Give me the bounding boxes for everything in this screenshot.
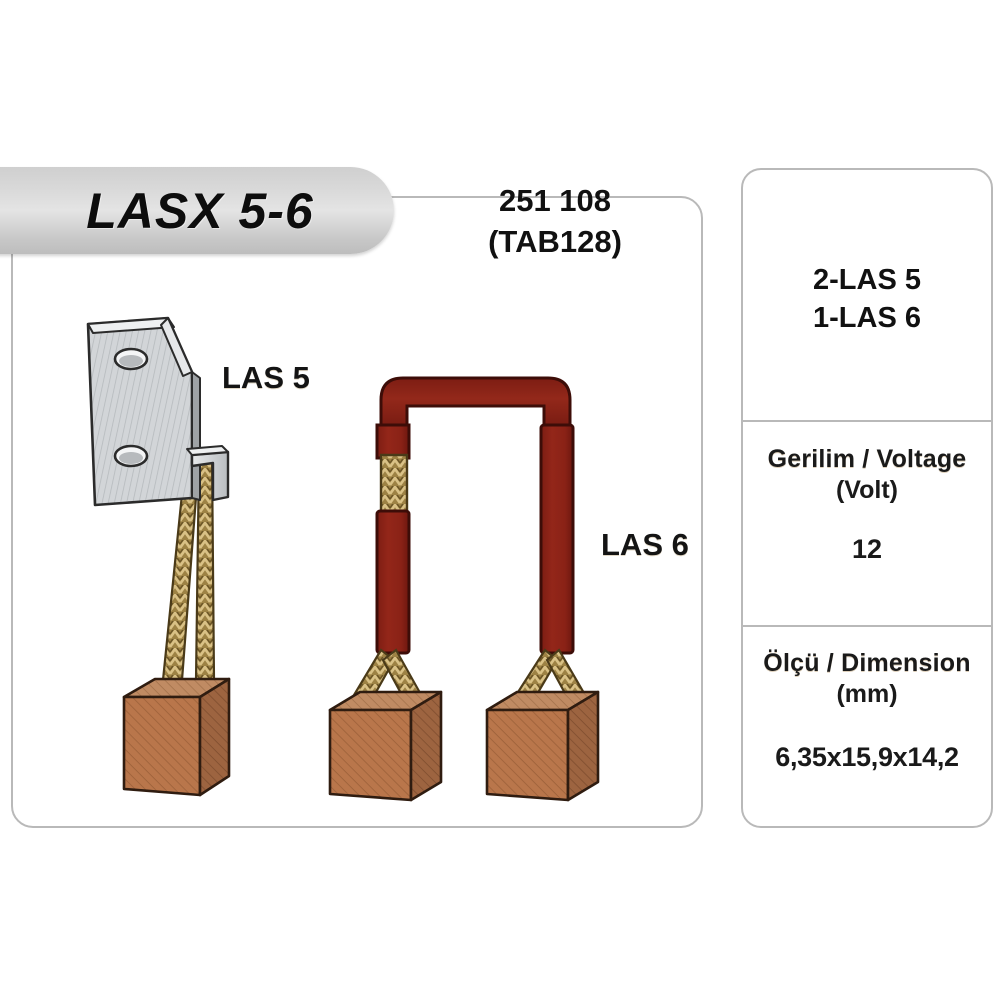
spec-dimension-value: 6,35x15,9x14,2 [775, 741, 959, 772]
spec-voltage-title: Gerilim / Voltage [767, 445, 967, 473]
spec-dimension-unit: (mm) [836, 679, 898, 708]
spec-divider-1 [743, 420, 991, 422]
spec-divider-2 [743, 625, 991, 627]
las5-carbon-brush [122, 677, 231, 797]
specification-panel: 2-LAS 5 1-LAS 6 Gerilim / Voltage (Volt)… [741, 168, 993, 828]
spec-cell-codes: 2-LAS 5 1-LAS 6 [743, 262, 991, 337]
model-pill: LASX 5-6 [0, 167, 394, 254]
las6-assembly [328, 376, 600, 802]
las6-red-cable [375, 376, 575, 655]
spec-dimension-title: Ölçü / Dimension [763, 649, 971, 677]
spec-voltage-value: 12 [851, 533, 883, 564]
figure-label-las6: LAS 6 [601, 527, 689, 562]
spec-voltage-unit: (Volt) [835, 475, 898, 504]
part-number-primary: 251 108 [498, 183, 612, 218]
model-pill-label: LASX 5-6 [86, 182, 314, 239]
las5-terminal-bracket [86, 316, 230, 507]
part-number-alternate: (TAB128) [488, 224, 622, 260]
spec-code-line-1: 2-LAS 5 [813, 264, 921, 296]
part-number-block: 251 108 (TAB128) [440, 180, 670, 262]
spec-code-line-2: 1-LAS 6 [813, 301, 921, 334]
figure-label-las5: LAS 5 [222, 360, 310, 395]
las5-assembly [86, 316, 231, 797]
spec-cell-voltage: Gerilim / Voltage (Volt) 12 [743, 444, 991, 565]
las6-carbon-brush-right [485, 690, 600, 802]
las6-carbon-brush-left [328, 690, 443, 802]
spec-cell-dimension: Ölçü / Dimension (mm) 6,35x15,9x14,2 [743, 648, 991, 773]
